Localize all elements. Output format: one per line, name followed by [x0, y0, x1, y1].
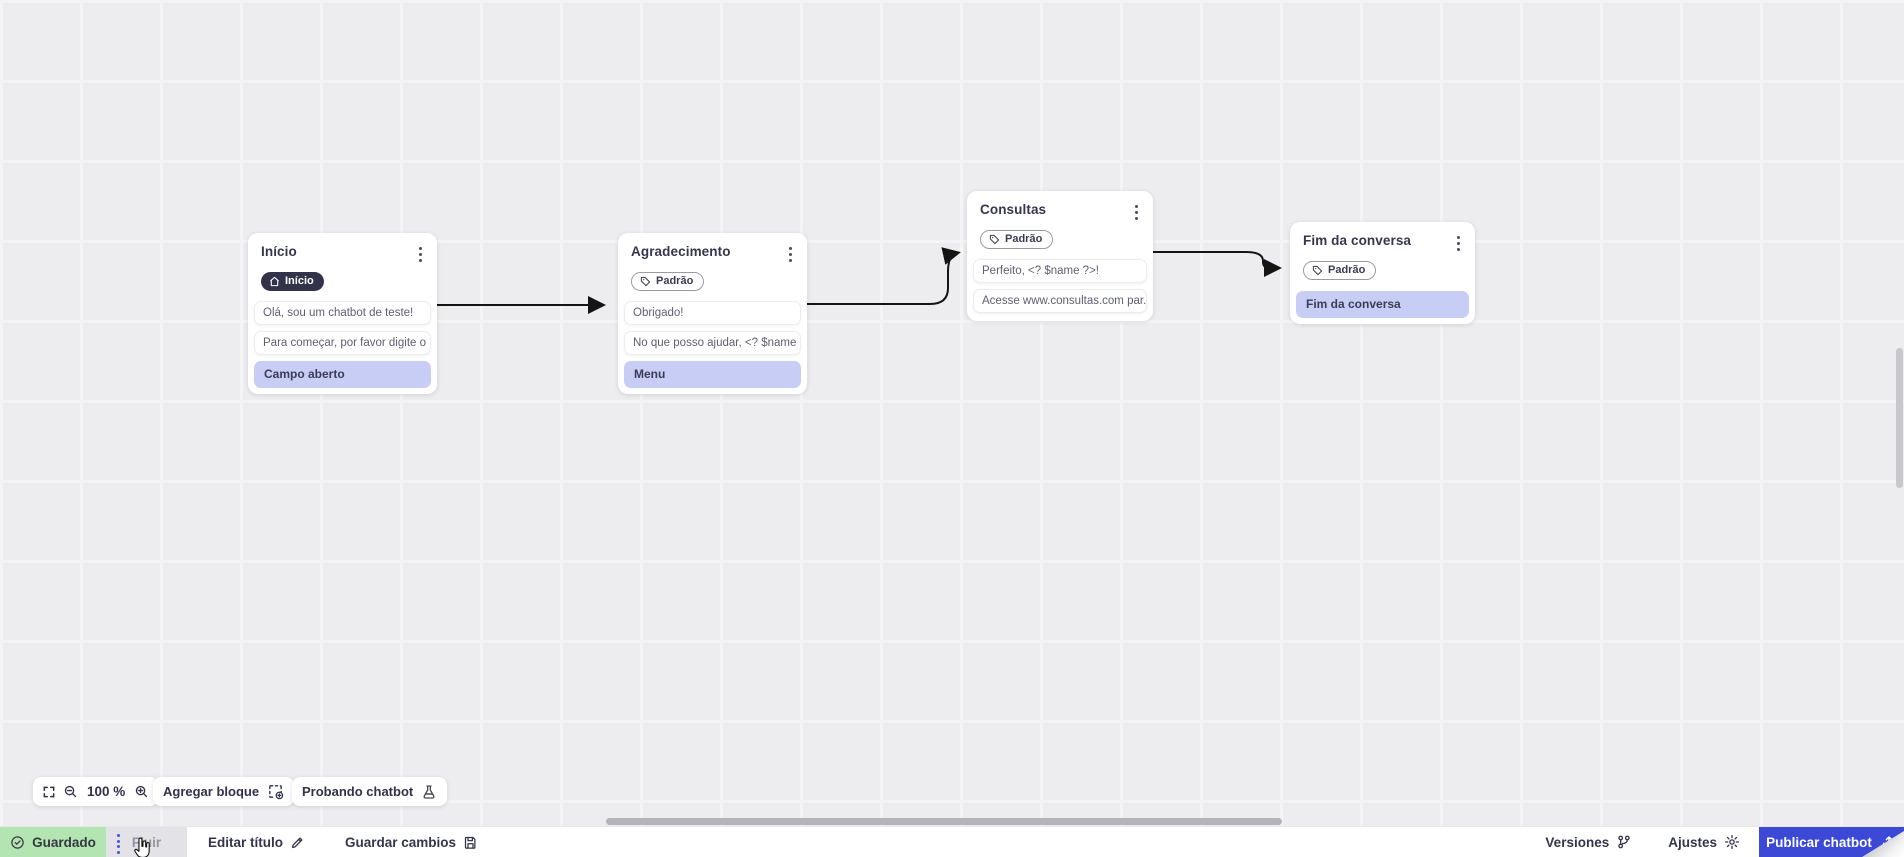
flow-node-inicio[interactable]: Início Início Olá, sou um chatbot de tes… — [248, 233, 437, 394]
node-type-badge: Padrão — [980, 230, 1054, 249]
tag-icon — [989, 234, 1000, 245]
edit-title-label: Editar título — [208, 834, 283, 850]
tag-icon — [1312, 265, 1323, 276]
check-circle-icon — [10, 835, 25, 850]
node-menu-icon[interactable] — [784, 244, 797, 265]
add-block-label: Agregar bloque — [163, 784, 260, 799]
node-menu-icon[interactable] — [414, 244, 427, 265]
node-menu-icon[interactable] — [1130, 202, 1143, 223]
edge-agradecimento-consultas — [807, 247, 961, 305]
home-icon — [269, 276, 280, 287]
message-box[interactable]: Acesse www.consultas.com par... — [973, 288, 1147, 313]
git-branch-icon — [1616, 834, 1632, 850]
vertical-scrollbar[interactable] — [1896, 348, 1903, 488]
node-menu-icon[interactable] — [1452, 233, 1465, 254]
node-type-badge: Início — [261, 272, 324, 291]
settings-button[interactable]: Ajustes — [1668, 827, 1740, 857]
save-changes-label: Guardar cambios — [345, 834, 457, 850]
badge-label: Padrão — [1328, 264, 1366, 276]
status-bar: Guardado Fluir Editar título Guardar cam… — [0, 826, 1904, 857]
node-title: Início — [261, 244, 297, 259]
tab-flow[interactable]: Fluir — [106, 827, 187, 857]
tag-icon — [640, 276, 651, 287]
message-box[interactable]: Para começar, por favor digite o ... — [254, 330, 431, 355]
test-chatbot-button[interactable]: Probando chatbot — [292, 777, 448, 806]
versions-label: Versiones — [1545, 834, 1610, 850]
saved-label: Guardado — [32, 834, 96, 850]
flow-node-agradecimento[interactable]: Agradecimento Padrão Obrigado! No que po… — [618, 233, 807, 394]
answer-block[interactable]: Fim da conversa — [1296, 290, 1469, 318]
message-box[interactable]: Olá, sou um chatbot de teste! — [254, 300, 431, 325]
message-box[interactable]: No que posso ajudar, <? $name ... — [624, 330, 801, 355]
node-title: Agradecimento — [631, 244, 731, 259]
saved-status-badge: Guardado — [0, 827, 106, 857]
edit-title-button[interactable]: Editar título — [208, 827, 305, 857]
edge-consultas-fim — [1153, 251, 1282, 277]
node-title: Fim da conversa — [1303, 233, 1412, 248]
node-type-badge: Padrão — [631, 272, 705, 291]
horizontal-scrollbar[interactable] — [606, 818, 1282, 825]
message-box[interactable]: Perfeito, <? $name ?>! — [973, 258, 1147, 283]
versions-button[interactable]: Versiones — [1545, 827, 1632, 857]
drag-handle-icon[interactable] — [117, 834, 120, 854]
statusbar-spacer — [478, 827, 1545, 857]
add-block-button[interactable]: Agregar bloque — [153, 777, 295, 806]
zoom-in-icon[interactable] — [134, 784, 149, 799]
settings-label: Ajustes — [1668, 834, 1717, 850]
publish-chatbot-button[interactable]: Publicar chatbot — [1759, 827, 1904, 857]
pencil-icon — [290, 835, 305, 850]
answer-block[interactable]: Campo aberto — [254, 360, 431, 388]
message-box[interactable]: Obrigado! — [624, 300, 801, 325]
gear-icon — [1724, 834, 1740, 850]
zoom-toolbar: 100 % — [33, 777, 159, 806]
fullscreen-icon[interactable] — [42, 785, 56, 799]
node-type-badge: Padrão — [1303, 261, 1377, 280]
flask-icon — [421, 784, 437, 800]
flow-tab-label: Fluir — [131, 834, 162, 850]
badge-label: Padrão — [1005, 233, 1043, 245]
save-icon — [463, 835, 478, 850]
save-changes-button[interactable]: Guardar cambios — [345, 827, 478, 857]
add-block-icon — [267, 783, 284, 800]
zoom-level: 100 % — [87, 784, 126, 799]
zoom-out-icon[interactable] — [63, 784, 78, 799]
flow-node-fim[interactable]: Fim da conversa Padrão Fim da conversa — [1290, 222, 1475, 324]
flow-node-consultas[interactable]: Consultas Padrão Perfeito, <? $name ?>! … — [967, 191, 1153, 321]
upload-icon — [1881, 834, 1897, 850]
badge-label: Padrão — [656, 275, 694, 287]
badge-label: Início — [285, 275, 314, 287]
node-title: Consultas — [980, 202, 1047, 217]
test-chatbot-label: Probando chatbot — [302, 784, 414, 799]
publish-label: Publicar chatbot — [1766, 834, 1872, 850]
answer-block[interactable]: Menu — [624, 360, 801, 388]
